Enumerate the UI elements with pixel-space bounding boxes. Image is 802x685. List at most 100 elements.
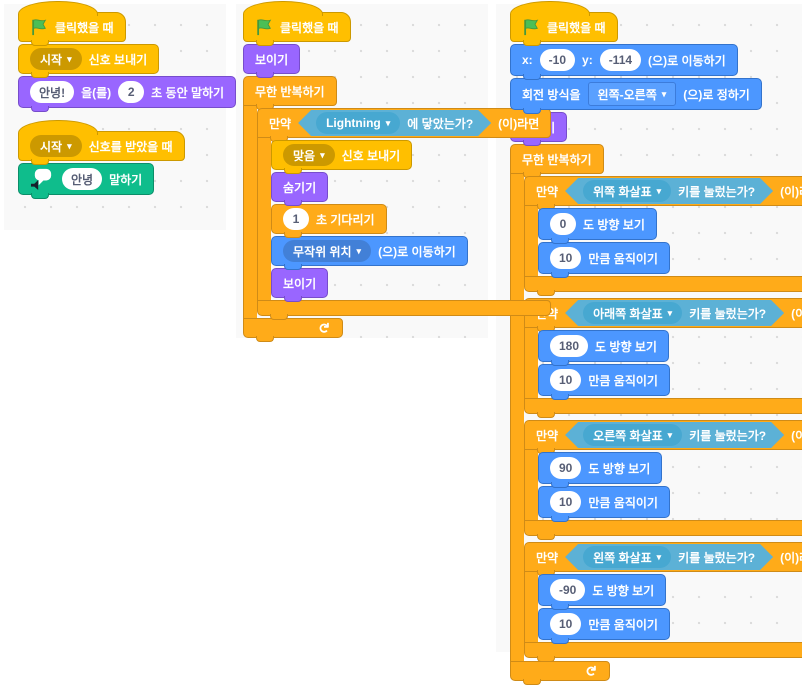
point-in-direction-block[interactable]: 180 도 방향 보기 [538,330,669,366]
forever-arm [243,106,257,318]
forever-block: 무한 반복하기 만약 Lightning ▾ 에 닿았는가? [243,76,552,342]
block-label: (이)라면 [498,116,540,131]
touching-target-dropdown[interactable]: Lightning ▾ [316,112,400,134]
block-label: 도 방향 보기 [588,461,651,476]
key-pressed-condition-block[interactable]: 아래쪽 화살표 ▾ 키를 눌렀는가? [565,300,784,326]
goto-target-dropdown[interactable]: 무작위 위치 ▾ [283,240,372,262]
dropdown-value: 왼쪽-오른쪽 [597,87,657,102]
rotation-style-dropdown[interactable]: 왼쪽-오른쪽 ▾ [587,82,677,106]
block-label: 신호 보내기 [88,52,148,67]
script-forever-touching: 클릭했을 때 보이기 무한 반복하기 만약 Lightning ▾ [243,1,552,342]
block-label: 클릭했을 때 [547,20,606,35]
goto-xy-block[interactable]: x: -10 y: -114 (으)로 이동하기 [510,44,738,80]
block-label: 도 방향 보기 [583,217,645,232]
steps-input[interactable]: 10 [550,613,582,635]
forever-block: 무한 반복하기 만약 위쪽 화살표 ▾ 키를 눌렀는가? [510,144,802,685]
key-pressed-condition-block[interactable]: 오른쪽 화살표 ▾ 키를 눌렀는가? [565,422,784,448]
block-label: 만큼 움직이기 [588,251,658,266]
block-label: 숨기기 [283,180,317,195]
wait-block[interactable]: 1 초 기다리기 [271,204,387,238]
block-label: 클릭했을 때 [280,20,339,35]
dropdown-arrow-icon: ▾ [656,185,662,196]
if-key-down-block: 만약 아래쪽 화살표 ▾ 키를 눌렀는가? (이)라면 [524,298,802,418]
block-label: (으)로 이동하기 [378,244,456,259]
key-dropdown[interactable]: 아래쪽 화살표 ▾ [583,302,682,324]
text-to-speech-speak-block[interactable]: 안녕 말하기 [18,163,155,199]
point-in-direction-block[interactable]: -90 도 방향 보기 [538,574,667,610]
forever-arm [510,174,524,661]
hide-block[interactable]: 숨기기 [271,172,329,206]
condition-label: 키를 눌렀는가? [689,306,767,321]
block-label: 만큼 움직이기 [588,495,658,510]
show-block[interactable]: 보이기 [271,268,329,302]
if-bottom [257,300,551,320]
green-flag-icon [32,19,47,36]
touching-condition-block[interactable]: Lightning ▾ 에 닿았는가? [298,110,491,136]
steps-input[interactable]: 10 [550,369,582,391]
block-label: y: [582,53,593,67]
forever-header[interactable]: 무한 반복하기 [243,76,337,110]
if-header[interactable]: 만약 Lightning ▾ 에 닿았는가? (이)라면 [257,108,552,142]
condition-label: 키를 눌렀는가? [689,428,767,443]
dropdown-value: 아래쪽 화살표 [593,306,663,321]
set-rotation-style-block[interactable]: 회전 방식을 왼쪽-오른쪽 ▾ (으)로 정하기 [510,78,762,114]
broadcast-event-dropdown[interactable]: 시작 ▾ [30,48,82,70]
when-flag-clicked-hat[interactable]: 클릭했을 때 [510,1,618,46]
key-pressed-condition-block[interactable]: 왼쪽 화살표 ▾ 키를 눌렀는가? [565,544,773,570]
x-input[interactable]: -10 [539,49,576,71]
broadcast-block[interactable]: 맞음 ▾ 신호 보내기 [271,140,413,174]
block-label: (으)로 정하기 [683,87,750,102]
steps-input[interactable]: 10 [550,491,582,513]
point-in-direction-block[interactable]: 0 도 방향 보기 [538,208,657,244]
move-steps-block[interactable]: 10 만큼 움직이기 [538,486,670,522]
block-label: 보이기 [255,52,289,67]
if-header[interactable]: 만약 아래쪽 화살표 ▾ 키를 눌렀는가? (이)라면 [524,298,802,332]
key-dropdown[interactable]: 오른쪽 화살표 ▾ [583,424,682,446]
move-steps-block[interactable]: 10 만큼 움직이기 [538,242,670,278]
when-flag-clicked-hat[interactable]: 클릭했을 때 [18,1,126,46]
block-label: 회전 방식을 [522,87,581,102]
direction-input[interactable]: 0 [550,213,576,235]
green-flag-icon [524,19,539,36]
block-label: 도 방향 보기 [592,583,655,598]
seconds-input[interactable]: 2 [118,81,145,103]
dropdown-value: 오른쪽 화살표 [593,428,663,443]
if-header[interactable]: 만약 오른쪽 화살표 ▾ 키를 눌렀는가? (이)라면 [524,420,802,454]
if-arm [257,138,271,300]
speak-message-input[interactable]: 안녕 [62,168,103,190]
dropdown-value: 위쪽 화살표 [593,184,652,199]
move-steps-block[interactable]: 10 만큼 움직이기 [538,608,670,644]
block-label: 보이기 [283,276,317,291]
steps-input[interactable]: 10 [550,247,582,269]
if-header[interactable]: 만약 위쪽 화살표 ▾ 키를 눌렀는가? (이)라면 [524,176,802,210]
when-flag-clicked-hat[interactable]: 클릭했을 때 [243,1,351,46]
y-input[interactable]: -114 [599,49,642,71]
block-label: 만큼 움직이기 [588,617,658,632]
forever-header[interactable]: 무한 반복하기 [510,144,604,178]
block-label: x: [522,53,533,67]
broadcast-block[interactable]: 시작 ▾ 신호 보내기 [18,44,160,78]
show-block[interactable]: 보이기 [243,44,301,78]
point-in-direction-block[interactable]: 90 도 방향 보기 [538,452,663,488]
direction-input[interactable]: 180 [550,335,589,357]
key-pressed-condition-block[interactable]: 위쪽 화살표 ▾ 키를 눌렀는가? [565,178,773,204]
loop-arrow-icon: ↻ [583,665,600,677]
move-steps-block[interactable]: 10 만큼 움직이기 [538,364,670,400]
key-dropdown[interactable]: 위쪽 화살표 ▾ [583,180,671,202]
say-message-input[interactable]: 안녕! [30,81,75,103]
direction-input[interactable]: 90 [550,457,582,479]
if-header[interactable]: 만약 왼쪽 화살표 ▾ 키를 눌렀는가? (이)라면 [524,542,802,576]
broadcast-event-dropdown[interactable]: 맞음 ▾ [283,144,335,166]
received-event-dropdown[interactable]: 시작 ▾ [30,135,82,157]
goto-block[interactable]: 무작위 위치 ▾ (으)로 이동하기 [271,236,468,270]
dropdown-arrow-icon: ▾ [667,429,673,440]
key-dropdown[interactable]: 왼쪽 화살표 ▾ [583,546,671,568]
when-broadcast-received-hat[interactable]: 시작 ▾ 신호를 받았을 때 [18,120,185,165]
dropdown-value: 시작 [40,52,63,67]
wait-seconds-input[interactable]: 1 [283,208,309,230]
dropdown-arrow-icon: ▾ [320,149,325,160]
block-label: 클릭했을 때 [55,20,114,35]
say-for-seconds-block[interactable]: 안녕! 을(를) 2 초 동안 말하기 [18,76,237,112]
direction-input[interactable]: -90 [550,579,586,601]
block-label: 만큼 움직이기 [588,373,658,388]
